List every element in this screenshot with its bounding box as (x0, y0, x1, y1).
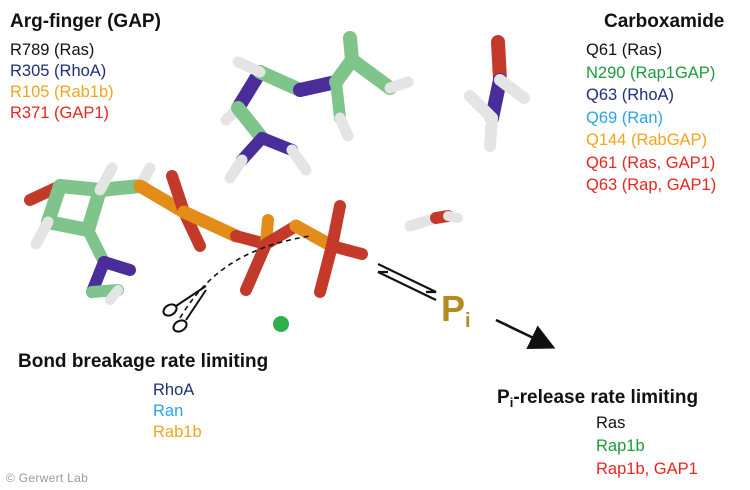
carboxamide-item: Q69 (Ran) (586, 108, 664, 127)
bond-breakage-item: Ran (153, 402, 184, 420)
bond-breakage-title: Bond breakage rate limiting (18, 351, 269, 372)
arg-finger-title: Arg-finger (GAP) (10, 11, 161, 32)
pi-label-sub: i (465, 310, 471, 332)
pi-release-title-sub: i (509, 395, 514, 410)
pi-release-item: Rap1b (596, 437, 645, 455)
arginine-model (220, 31, 414, 184)
carboxamide-item: Q63 (Rap, GAP1) (586, 176, 717, 194)
gtp-model (24, 162, 368, 305)
pi-release-title-rest: -release rate limiting (513, 387, 699, 408)
arg-finger-item: R105 (Rab1b) (10, 83, 114, 101)
bond-breakage-item: Rab1b (153, 423, 202, 441)
carboxamide-item: N290 (Rap1GAP) (586, 63, 716, 82)
arg-finger-item: R305 (RhoA) (10, 62, 107, 80)
pi-release-item: Ras (596, 414, 626, 432)
pi-release-item: Rap1b, GAP1 (596, 460, 698, 478)
cleavage-line (179, 235, 311, 319)
carboxamide-model (464, 35, 530, 152)
equilibrium-arrow-icon (377, 263, 437, 301)
scissors-icon (162, 285, 207, 333)
carboxamide-title: Carboxamide (604, 11, 725, 32)
carboxamide-item: Q144 (RabGAP) (586, 131, 708, 149)
pi-release-title-main: P (497, 387, 510, 408)
carboxamide-item: Q61 (Ras, GAP1) (586, 153, 716, 172)
water-molecule (404, 210, 463, 232)
pi-release-title: Pi-release rate limiting (497, 388, 698, 409)
pi-label: Pi (441, 288, 471, 332)
bond-breakage-item: RhoA (153, 381, 195, 399)
release-arrow-icon (495, 318, 556, 349)
magnesium-ion (273, 316, 289, 332)
arg-finger-item: R789 (Ras) (10, 41, 95, 59)
carboxamide-item: Q63 (RhoA) (586, 86, 675, 104)
pi-label-main: P (441, 288, 466, 329)
carboxamide-item: Q61 (Ras) (586, 41, 663, 59)
arg-finger-item: R371 (GAP1) (10, 104, 110, 122)
watermark: © Gerwert Lab (6, 471, 89, 485)
